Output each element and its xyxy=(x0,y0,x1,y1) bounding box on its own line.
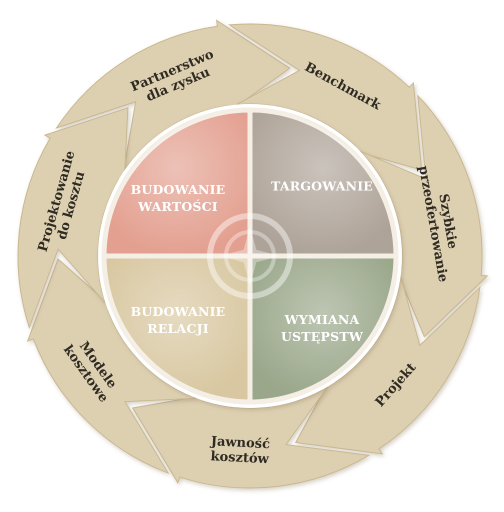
quadrant-label-line: WYMIANA xyxy=(284,312,360,327)
quadrant-gloss xyxy=(104,110,250,256)
quadrant-label: TARGOWANIE xyxy=(271,179,373,194)
quadrant-gloss xyxy=(104,256,250,402)
arrow-ring xyxy=(17,19,489,489)
quadrant-label-line: WARTOŚCI xyxy=(137,198,218,214)
quadrant-gloss xyxy=(250,256,396,402)
cycle-step-line: Jawność xyxy=(209,434,270,452)
compass-inner-ring xyxy=(224,230,276,282)
quadrant-label-line: BUDOWANIE xyxy=(131,182,226,197)
quadrant-label-line: BUDOWANIE xyxy=(131,304,226,319)
quadrant-label-line: USTĘPSTW xyxy=(281,329,364,344)
cycle-step-line: kosztów xyxy=(210,449,270,467)
compass-star-icon xyxy=(220,226,280,286)
center-hub xyxy=(98,104,402,408)
quadrant-label: BUDOWANIE RELACJI xyxy=(131,304,226,336)
compass-ring xyxy=(207,213,293,299)
cycle-step-label: Jawnośćkosztów xyxy=(209,434,271,467)
quadrant-label: WYMIANA USTĘPSTW xyxy=(281,312,364,344)
quadrant-label-line: TARGOWANIE xyxy=(271,179,373,194)
quadrant-label-line: RELACJI xyxy=(147,321,209,336)
quadrant-gloss xyxy=(250,110,396,256)
